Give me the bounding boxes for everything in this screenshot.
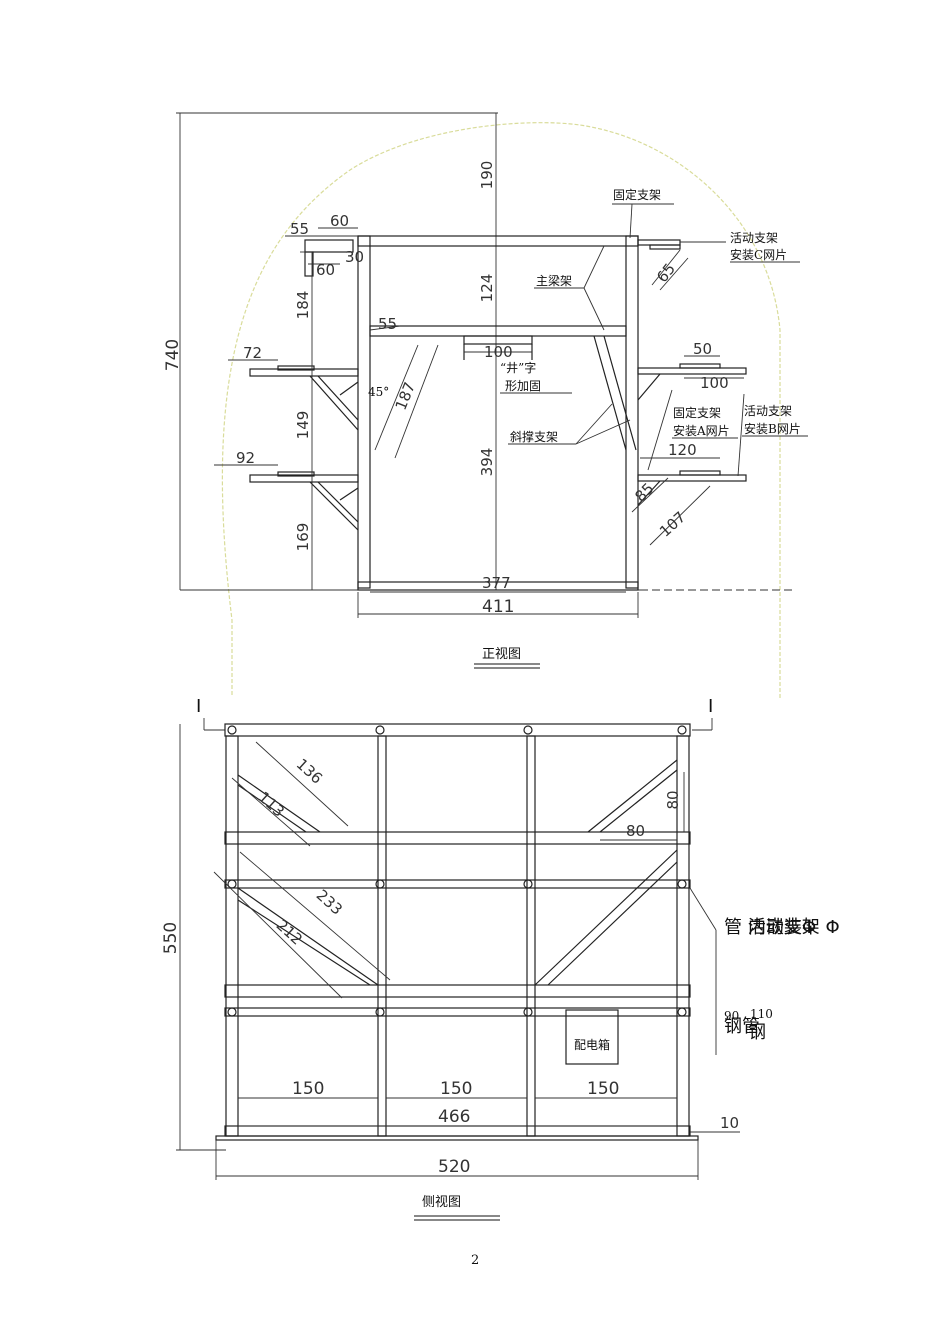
- left-shelf-upper: [249, 368, 359, 377]
- label-movable-b-2: 安装B网片: [744, 421, 801, 436]
- label-fixed-a-2: 安装A网片: [673, 423, 730, 438]
- dim-377: 377: [482, 574, 511, 592]
- label-movable-b-1: 活动支架: [744, 404, 792, 418]
- dim-187: 187: [392, 379, 419, 412]
- side-view-caption: 侧视图: [422, 1195, 461, 1210]
- tunnel-arch: [221, 122, 781, 700]
- top-beam: [357, 235, 639, 247]
- rail-2: [224, 879, 691, 889]
- dim-60a: 60: [330, 212, 349, 230]
- front-view-caption: 正视图: [482, 647, 521, 662]
- dim-520: 520: [438, 1157, 470, 1177]
- dim-740: 740: [163, 339, 183, 371]
- dim-bay3: 150: [587, 1079, 619, 1099]
- pipe-circles: [227, 725, 687, 1017]
- angle-45: 45°: [368, 385, 389, 399]
- dim-120: 120: [668, 441, 697, 459]
- jing-block: [463, 335, 533, 345]
- label-fixed-support: 固定支架: [613, 187, 661, 202]
- side-view: I I: [161, 696, 840, 1221]
- dim-55: 55: [290, 220, 309, 238]
- dim-72: 72: [243, 344, 262, 362]
- rail-1: [224, 831, 691, 845]
- right-top-bracket: [637, 239, 681, 246]
- right-shelf-lower: [637, 474, 747, 482]
- rail-3: [224, 984, 691, 998]
- base-plate: [215, 1135, 699, 1141]
- dim-92: 92: [236, 449, 255, 467]
- dim-394: 394: [478, 448, 496, 477]
- left-shelf-lower: [249, 474, 359, 483]
- dim-55b: 55: [378, 315, 397, 333]
- right-shelf-upper: [637, 367, 747, 375]
- dim-80v: 80: [664, 790, 682, 809]
- label-jing-1: “井”字: [500, 360, 536, 375]
- dim-30: 30: [345, 248, 364, 266]
- label-overlap-3b: 钢: [748, 1022, 766, 1043]
- label-jing-2: 形加固: [505, 379, 541, 393]
- dim-80h: 80: [626, 822, 645, 840]
- dim-107: 107: [656, 508, 689, 541]
- label-overlap-1b: 内嵌装Φ: [748, 917, 816, 938]
- dim-100r: 100: [700, 374, 729, 392]
- label-overlap-1: 管 活动支架 Φ: [724, 917, 840, 938]
- dim-184: 184: [294, 291, 312, 320]
- label-box: 配电箱: [574, 1037, 610, 1052]
- dim-bay2: 150: [440, 1079, 472, 1099]
- dim-411: 411: [482, 597, 514, 617]
- dim-85: 85: [631, 479, 657, 505]
- dim-65: 65: [653, 260, 679, 286]
- right-post: [625, 235, 639, 589]
- dim-60b: 60: [316, 261, 335, 279]
- middle-beam: [369, 325, 627, 337]
- top-rail: [224, 723, 691, 737]
- section-mark-right: I: [708, 696, 713, 717]
- section-mark-left: I: [196, 696, 201, 717]
- bottom-rail: [224, 1125, 691, 1137]
- dim-233: 233: [313, 886, 346, 919]
- dim-10: 10: [720, 1114, 739, 1132]
- left-top-bracket: [304, 239, 354, 253]
- mid-column-1: [377, 735, 387, 1137]
- dim-466: 466: [438, 1107, 470, 1127]
- mid-column-2: [526, 735, 536, 1137]
- dim-190: 190: [478, 161, 496, 190]
- bottom-beam: [357, 581, 639, 591]
- left-post: [357, 235, 371, 589]
- left-column: [225, 735, 239, 1137]
- dim-212: 212: [273, 916, 306, 949]
- dim-100: 100: [484, 343, 513, 361]
- dim-124: 124: [478, 274, 496, 303]
- distribution-box: [565, 1009, 619, 1065]
- dim-550: 550: [161, 922, 181, 954]
- page-number: 2: [471, 1253, 479, 1268]
- label-movable-c-1: 活动支架: [730, 231, 778, 245]
- rail-4: [224, 1007, 691, 1017]
- label-overlap-3: 钢管: [724, 1016, 760, 1037]
- label-fixed-a-1: 固定支架: [673, 405, 721, 420]
- label-movable-c-2: 安装C网片: [730, 247, 787, 262]
- dim-149: 149: [294, 411, 312, 440]
- label-main-beam: 主梁架: [536, 273, 572, 288]
- dim-50: 50: [693, 340, 712, 358]
- dim-169: 169: [294, 523, 312, 552]
- dim-bay1: 150: [292, 1079, 324, 1099]
- dim-136: 136: [293, 755, 326, 788]
- label-diagonal: 斜撑支架: [510, 429, 558, 444]
- label-overlap-2a: 90: [724, 1009, 739, 1023]
- front-view: 740 190 124 394: [163, 112, 808, 700]
- label-overlap-2b: 110: [750, 1007, 773, 1021]
